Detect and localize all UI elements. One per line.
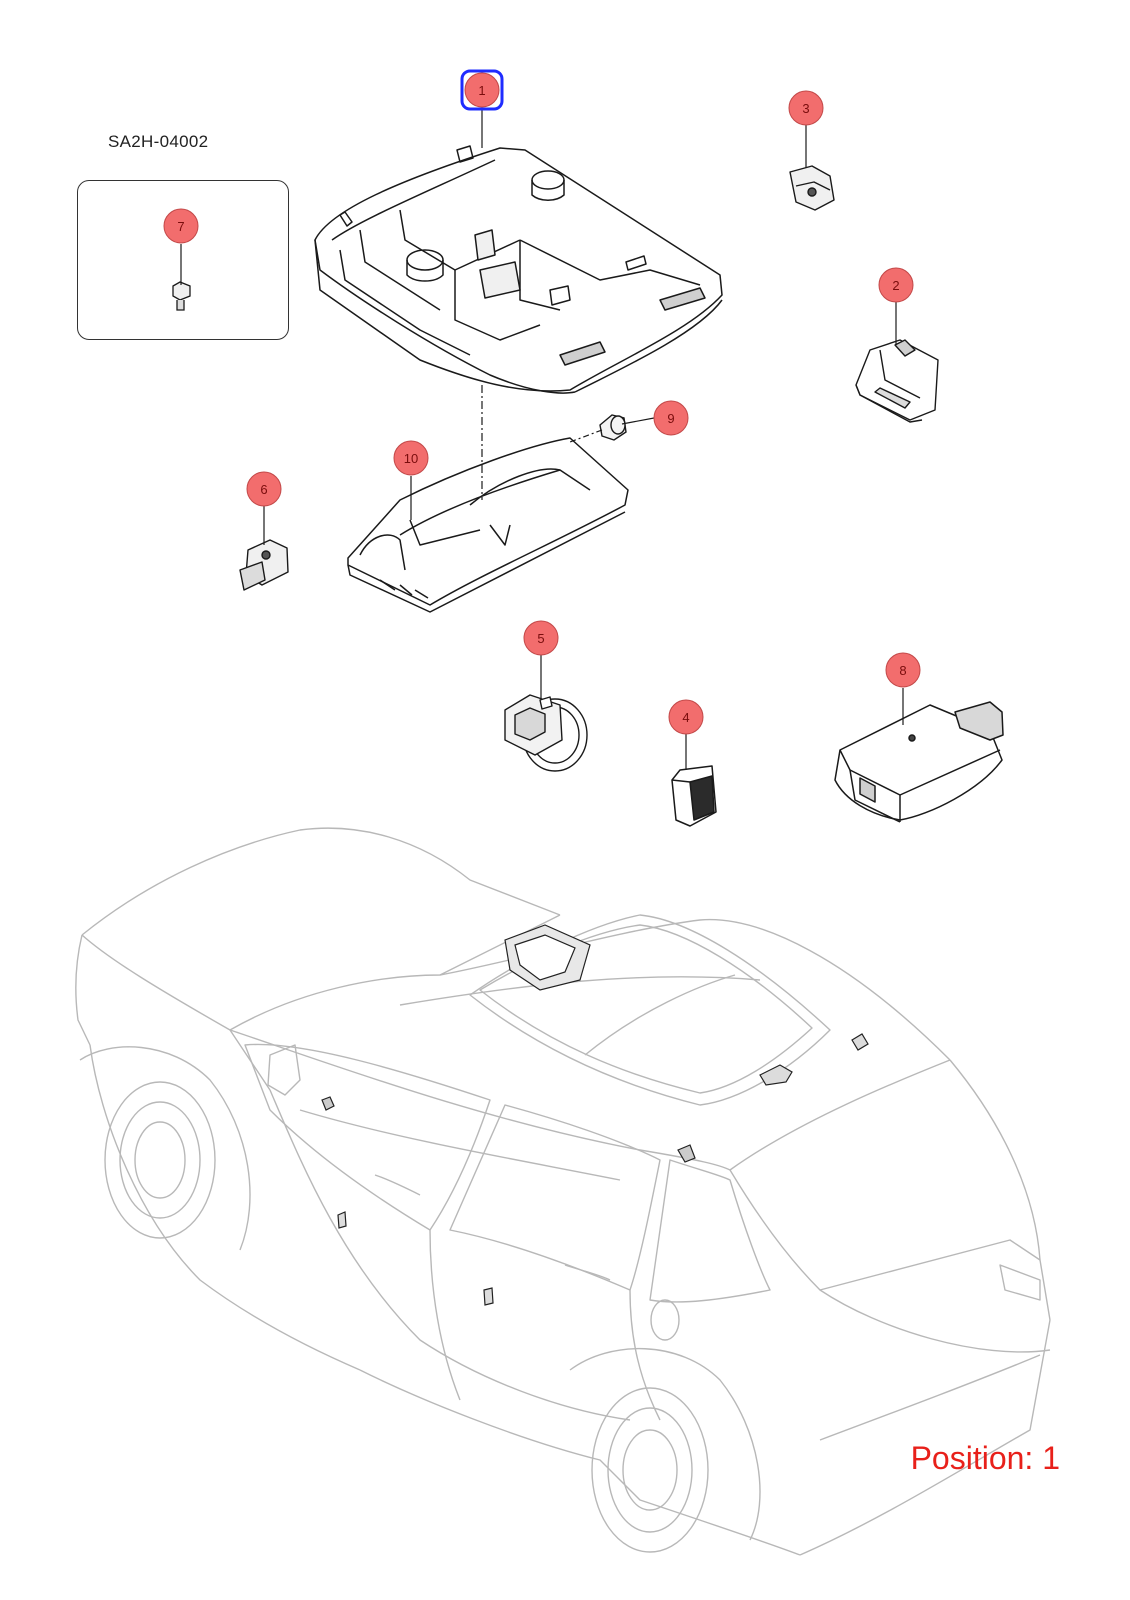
position-label: Position: 1 [910,1440,1060,1476]
callout-label-1: 1 [478,83,485,98]
part-1-overhead-console[interactable] [314,145,723,394]
callout-2[interactable]: 2 [878,267,914,303]
callout-label-9: 9 [667,411,674,426]
installed-parts-highlights [321,924,869,1306]
part-3-connector[interactable] [789,165,835,211]
callout-label-6: 6 [260,482,267,497]
callout-6[interactable]: 6 [246,471,282,507]
callout-label-4: 4 [682,710,689,725]
part-10-console-cover[interactable] [347,437,629,613]
callout-label-2: 2 [892,278,899,293]
callout-3[interactable]: 3 [788,90,824,126]
callout-5[interactable]: 5 [523,620,559,656]
part-6-connector[interactable] [239,539,289,591]
callout-label-10: 10 [404,451,418,466]
callout-label-8: 8 [899,663,906,678]
leader-lines [180,108,904,770]
fastener-inset-box [77,180,289,340]
part-8-control-module[interactable] [834,701,1004,823]
part-4-switch-button[interactable] [671,765,717,827]
part-9-bulb[interactable] [599,414,627,441]
vehicle-outline [75,827,1051,1556]
callout-10[interactable]: 10 [393,440,429,476]
callout-8[interactable]: 8 [885,652,921,688]
part-7-screw[interactable] [172,281,191,311]
callout-label-5: 5 [537,631,544,646]
callout-9[interactable]: 9 [653,400,689,436]
callout-label-7: 7 [177,219,184,234]
callout-7[interactable]: 7 [163,208,199,244]
callouts: 1 2 3 4 5 6 7 [163,69,921,735]
part-2-switch-housing[interactable] [855,339,939,423]
reference-code: SA2H-04002 [108,132,209,151]
callout-label-3: 3 [802,101,809,116]
callout-1[interactable]: 1 [460,69,504,111]
callout-4[interactable]: 4 [668,699,704,735]
part-5-rotary-knob[interactable] [504,694,588,772]
